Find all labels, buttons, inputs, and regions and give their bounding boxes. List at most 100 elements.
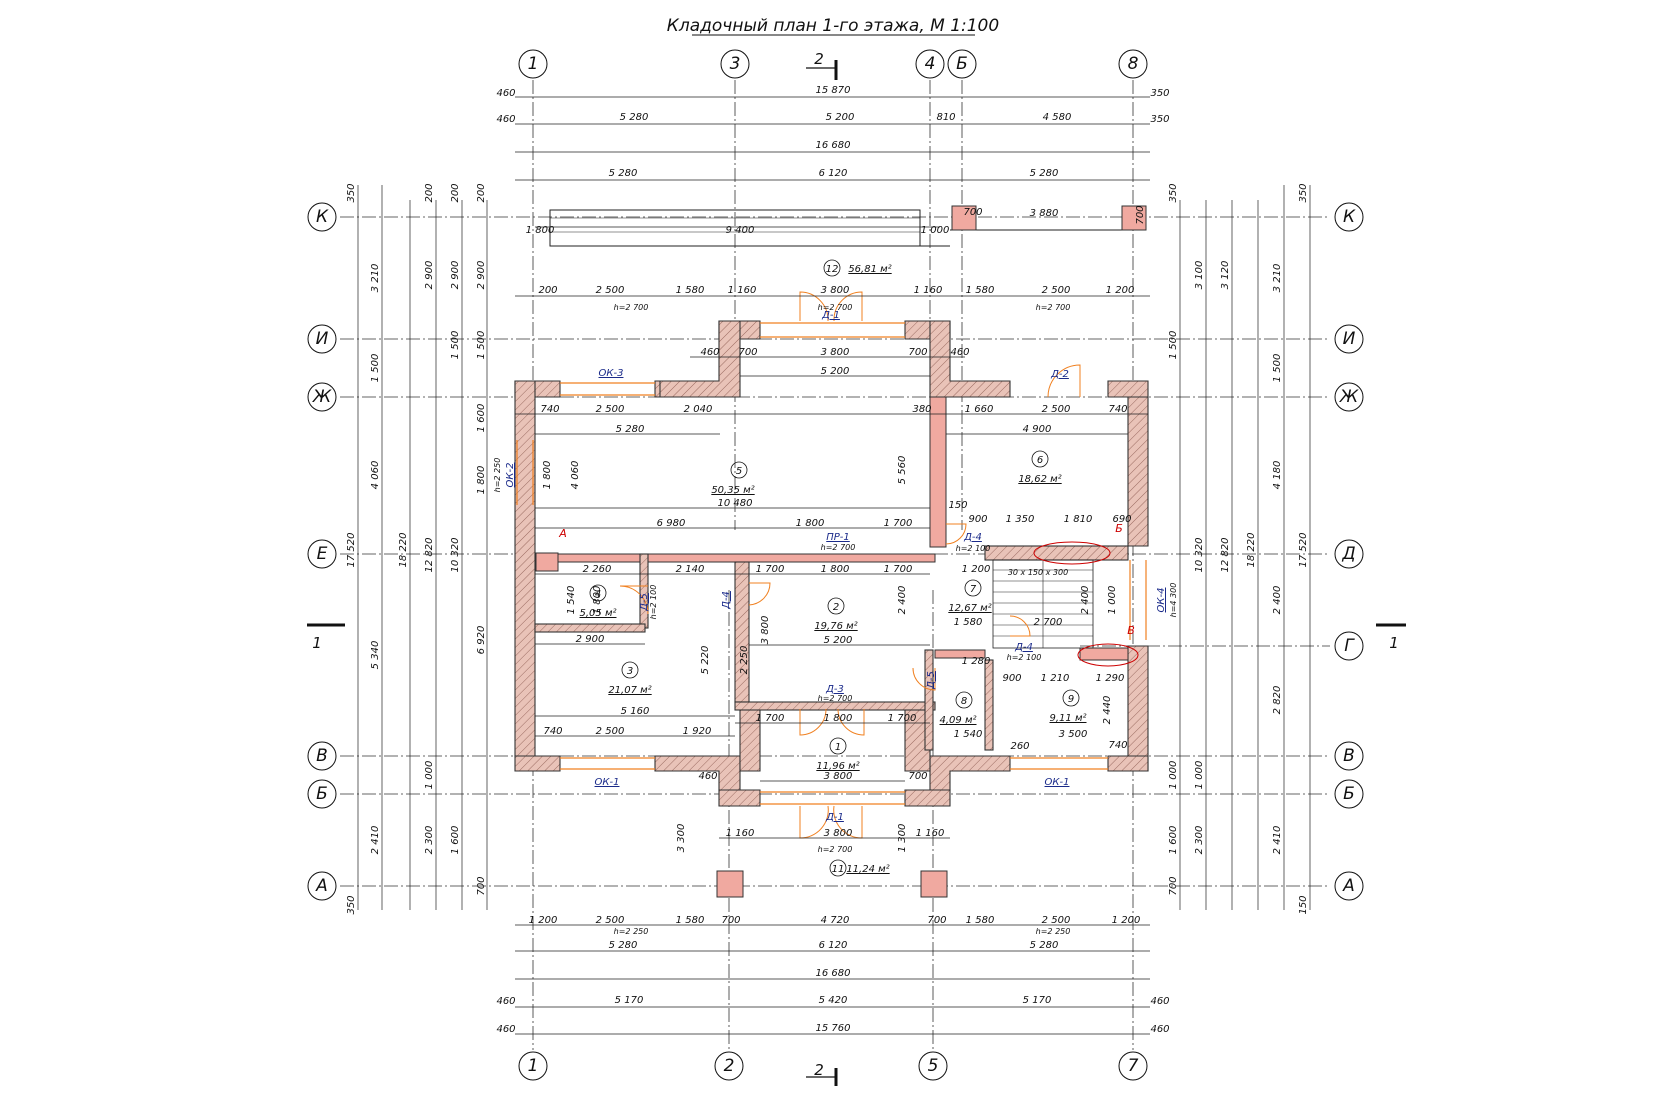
svg-text:5 560: 5 560	[897, 456, 908, 485]
svg-text:5 280: 5 280	[609, 168, 638, 179]
svg-text:350: 350	[346, 183, 357, 202]
svg-text:11: 11	[832, 864, 845, 875]
svg-text:3 800: 3 800	[824, 771, 853, 782]
svg-text:200: 200	[424, 183, 435, 202]
svg-text:5 340: 5 340	[370, 641, 381, 670]
svg-text:2 300: 2 300	[424, 826, 435, 855]
svg-text:2: 2	[814, 1061, 824, 1079]
svg-text:3 800: 3 800	[821, 285, 850, 296]
svg-text:ОК-4: ОК-4	[1156, 588, 1167, 613]
svg-text:900: 900	[968, 514, 987, 525]
svg-text:h=2 700: h=2 700	[821, 543, 856, 552]
svg-text:Ж: Ж	[1339, 387, 1359, 407]
svg-text:1 160: 1 160	[914, 285, 943, 296]
svg-text:6 120: 6 120	[819, 168, 848, 179]
terrace-outline	[549, 205, 1147, 898]
svg-text:2: 2	[833, 602, 839, 613]
svg-text:1 800: 1 800	[592, 586, 603, 615]
svg-text:2: 2	[724, 1056, 735, 1076]
svg-text:1 200: 1 200	[962, 564, 991, 575]
dimension-lines-right: 350 3 210 1 500 4 180 2 400 2 820 2 410 …	[1168, 183, 1311, 915]
svg-text:12: 12	[826, 264, 839, 275]
svg-text:Д-1: Д-1	[821, 310, 840, 321]
svg-text:17 520: 17 520	[346, 533, 357, 568]
svg-text:1 500: 1 500	[1272, 354, 1283, 383]
svg-text:4,09 м²: 4,09 м²	[940, 715, 977, 726]
svg-text:1 800: 1 800	[542, 461, 553, 490]
svg-text:5: 5	[928, 1056, 939, 1076]
svg-text:1 160: 1 160	[916, 828, 945, 839]
svg-text:1 800: 1 800	[476, 466, 487, 495]
svg-text:1 500: 1 500	[476, 331, 487, 360]
svg-text:1 700: 1 700	[756, 564, 785, 575]
svg-text:50,35 м²: 50,35 м²	[711, 485, 754, 496]
svg-text:460: 460	[496, 996, 515, 1007]
section-marks: 2 2 1 1	[307, 50, 1406, 1086]
svg-text:4 060: 4 060	[570, 461, 581, 490]
svg-text:h=2 700: h=2 700	[1036, 303, 1071, 312]
svg-text:К: К	[1343, 207, 1356, 227]
svg-text:1 200: 1 200	[1112, 915, 1141, 926]
svg-text:h=2 250: h=2 250	[614, 927, 649, 936]
svg-text:1 700: 1 700	[884, 518, 913, 529]
svg-text:2 260: 2 260	[583, 564, 612, 575]
svg-text:1 290: 1 290	[1096, 673, 1125, 684]
svg-text:7: 7	[970, 584, 977, 595]
svg-text:1 800: 1 800	[526, 225, 555, 236]
svg-text:3 500: 3 500	[1059, 729, 1088, 740]
svg-text:17 520: 17 520	[1298, 533, 1309, 568]
svg-text:1 160: 1 160	[728, 285, 757, 296]
svg-text:10 320: 10 320	[450, 538, 461, 573]
svg-text:1 000: 1 000	[921, 225, 950, 236]
svg-text:700: 700	[908, 771, 927, 782]
svg-text:460: 460	[496, 88, 515, 99]
svg-text:5 280: 5 280	[620, 112, 649, 123]
svg-text:12,67 м²: 12,67 м²	[948, 603, 991, 614]
svg-text:ОК-1: ОК-1	[595, 777, 620, 788]
svg-text:2 400: 2 400	[1272, 586, 1283, 615]
svg-text:9,11 м²: 9,11 м²	[1050, 713, 1087, 724]
svg-text:Б: Б	[1343, 784, 1355, 804]
svg-text:150: 150	[948, 500, 967, 511]
svg-text:1 200: 1 200	[1106, 285, 1135, 296]
svg-text:h=2 250: h=2 250	[1036, 927, 1071, 936]
svg-text:15 870: 15 870	[816, 85, 851, 96]
svg-text:6 120: 6 120	[819, 940, 848, 951]
svg-text:3 300: 3 300	[676, 824, 687, 853]
svg-text:15 760: 15 760	[816, 1023, 851, 1034]
svg-text:1: 1	[312, 634, 322, 652]
opening-heights: h=2 700 h=2 700 h=2 700 h=2 700 h=2 700 …	[493, 303, 1178, 936]
svg-text:1 920: 1 920	[683, 726, 712, 737]
svg-text:4: 4	[595, 589, 601, 600]
svg-text:11,24 м²: 11,24 м²	[846, 864, 889, 875]
svg-text:700: 700	[1168, 876, 1179, 895]
svg-text:3 880: 3 880	[1030, 208, 1059, 219]
svg-text:В: В	[316, 746, 328, 766]
svg-text:11,96 м²: 11,96 м²	[816, 761, 859, 772]
svg-text:2 040: 2 040	[684, 404, 713, 415]
svg-text:5 170: 5 170	[615, 995, 644, 1006]
svg-text:350: 350	[1298, 183, 1309, 202]
svg-text:1 500: 1 500	[370, 354, 381, 383]
svg-text:h=2 700: h=2 700	[818, 845, 853, 854]
svg-text:5 200: 5 200	[824, 635, 853, 646]
axis-lines-vertical	[532, 80, 1134, 1050]
svg-text:5 280: 5 280	[616, 424, 645, 435]
highlight-marks: А Б В	[558, 522, 1139, 667]
svg-text:3 800: 3 800	[824, 828, 853, 839]
svg-text:4 720: 4 720	[821, 915, 850, 926]
svg-text:12 820: 12 820	[424, 538, 435, 573]
svg-text:3: 3	[730, 54, 741, 74]
svg-text:3 800: 3 800	[821, 347, 850, 358]
svg-text:460: 460	[700, 347, 719, 358]
svg-text:h=2 100: h=2 100	[1007, 653, 1042, 662]
svg-text:1 350: 1 350	[1006, 514, 1035, 525]
svg-text:2 900: 2 900	[476, 261, 487, 290]
svg-text:Д-5: Д-5	[926, 671, 937, 690]
svg-text:Б: Б	[1115, 522, 1123, 535]
svg-text:1: 1	[835, 742, 841, 753]
svg-text:18 220: 18 220	[1246, 533, 1257, 568]
svg-text:740: 740	[1108, 740, 1127, 751]
svg-text:16 680: 16 680	[816, 140, 851, 151]
svg-text:10 480: 10 480	[718, 498, 753, 509]
